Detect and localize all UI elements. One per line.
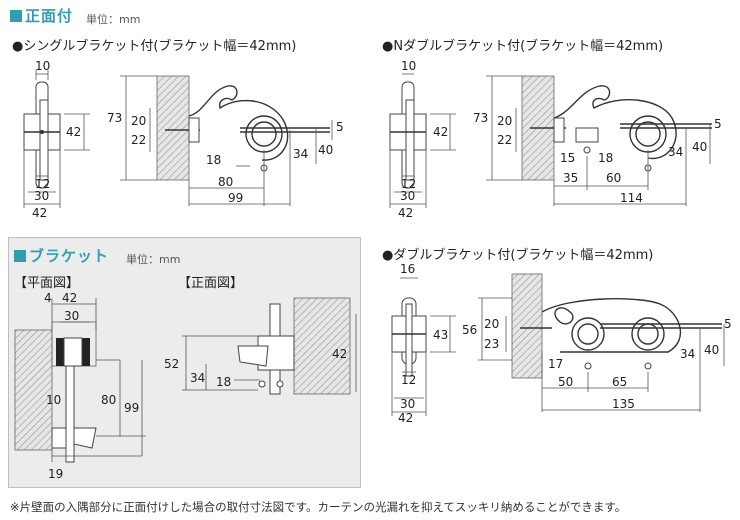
single-dim-40: 40 xyxy=(318,143,333,157)
front-unit: 単位：mm xyxy=(86,13,141,26)
n-double-dim-35: 35 xyxy=(563,171,578,185)
single-dim-99: 99 xyxy=(228,191,243,205)
plan-dim-10: 10 xyxy=(46,393,61,407)
double-dim-135: 135 xyxy=(612,397,635,411)
bracket-plan-view xyxy=(14,298,146,463)
square-icon xyxy=(10,10,22,22)
plan-dim-42: 42 xyxy=(62,291,77,305)
single-side-dim-height: 42 xyxy=(66,125,81,139)
n-double-front-view xyxy=(486,75,712,206)
bracket-section-title: ブラケット xyxy=(14,245,109,266)
n-double-side-view xyxy=(389,73,456,208)
double-dim-17: 17 xyxy=(548,357,563,371)
plan-dim-19: 19 xyxy=(48,467,63,481)
single-dim-5: 5 xyxy=(336,120,344,134)
elev-dim-42: 42 xyxy=(332,347,347,361)
double-side-dim-top: 16 xyxy=(400,262,415,276)
single-dim-34: 34 xyxy=(293,147,308,161)
plan-view-label: 【平面図】 xyxy=(14,276,80,291)
n-double-side-dim-b: 30 xyxy=(400,189,415,203)
double-side-dim-a: 12 xyxy=(401,373,416,387)
single-dim-18: 18 xyxy=(206,153,221,167)
front-title-text: 正面付 xyxy=(25,7,74,25)
n-double-dim-60: 60 xyxy=(606,171,621,185)
n-double-side-dim-top: 10 xyxy=(401,59,416,73)
bracket-unit: 単位：mm xyxy=(126,253,181,266)
n-double-dim-40: 40 xyxy=(692,140,707,154)
plan-dim-4: 4 xyxy=(44,291,52,305)
double-side-view xyxy=(391,277,456,416)
bracket-title-text: ブラケット xyxy=(29,247,110,265)
single-bracket-title: ●シングルブラケット付(ブラケット幅＝42mm) xyxy=(12,39,297,54)
bracket-elevation-view xyxy=(182,297,357,395)
n-double-dim-18: 18 xyxy=(598,151,613,165)
elev-dim-18: 18 xyxy=(216,375,231,389)
double-side-dim-height: 43 xyxy=(433,328,448,342)
double-dim-34: 34 xyxy=(680,347,695,361)
double-dim-50: 50 xyxy=(558,375,573,389)
n-double-dim-20: 20 xyxy=(497,114,512,128)
square-icon xyxy=(14,250,26,262)
single-side-view xyxy=(23,70,90,208)
single-dim-80: 80 xyxy=(218,175,233,189)
single-front-view xyxy=(120,75,333,206)
n-double-bracket-title: ●Nダブルブラケット付(ブラケット幅＝42mm) xyxy=(382,39,664,54)
plan-dim-80: 80 xyxy=(101,393,116,407)
n-double-dim-22: 22 xyxy=(497,133,512,147)
n-double-dim-15: 15 xyxy=(560,151,575,165)
elevation-view-label: 【正面図】 xyxy=(178,276,244,291)
elev-dim-52: 52 xyxy=(164,357,179,371)
plan-dim-30: 30 xyxy=(64,309,79,323)
plan-dim-99: 99 xyxy=(124,401,139,415)
single-dim-22: 22 xyxy=(131,133,146,147)
double-dim-5: 5 xyxy=(724,317,732,331)
single-side-dim-a: 12 xyxy=(35,177,50,191)
double-dim-56: 56 xyxy=(462,323,477,337)
n-double-side-dim-c: 42 xyxy=(398,206,413,220)
double-dim-40: 40 xyxy=(704,343,719,357)
n-double-dim-5: 5 xyxy=(714,117,722,131)
n-double-dim-73: 73 xyxy=(473,111,488,125)
footnote: ※片壁面の入隅部分に正面付けした場合の取付寸法図です。カーテンの光漏れを抑えてス… xyxy=(10,500,627,514)
double-side-dim-b: 30 xyxy=(400,397,415,411)
n-double-dim-114: 114 xyxy=(620,191,643,205)
n-double-side-dim-height: 42 xyxy=(433,125,448,139)
single-side-dim-top: 10 xyxy=(35,59,50,73)
n-double-side-dim-a: 12 xyxy=(401,177,416,191)
double-front-view xyxy=(478,273,725,412)
front-section-title: 正面付 xyxy=(10,5,73,26)
double-dim-65: 65 xyxy=(612,375,627,389)
elev-dim-34: 34 xyxy=(190,371,205,385)
single-dim-73: 73 xyxy=(107,111,122,125)
single-side-dim-b: 30 xyxy=(34,189,49,203)
single-dim-20: 20 xyxy=(131,114,146,128)
n-double-dim-34: 34 xyxy=(668,145,683,159)
double-bracket-title: ●ダブルブラケット付(ブラケット幅＝42mm) xyxy=(382,248,654,263)
double-dim-23: 23 xyxy=(484,337,499,351)
double-dim-20: 20 xyxy=(484,317,499,331)
double-side-dim-c: 42 xyxy=(398,411,413,425)
single-side-dim-c: 42 xyxy=(32,206,47,220)
